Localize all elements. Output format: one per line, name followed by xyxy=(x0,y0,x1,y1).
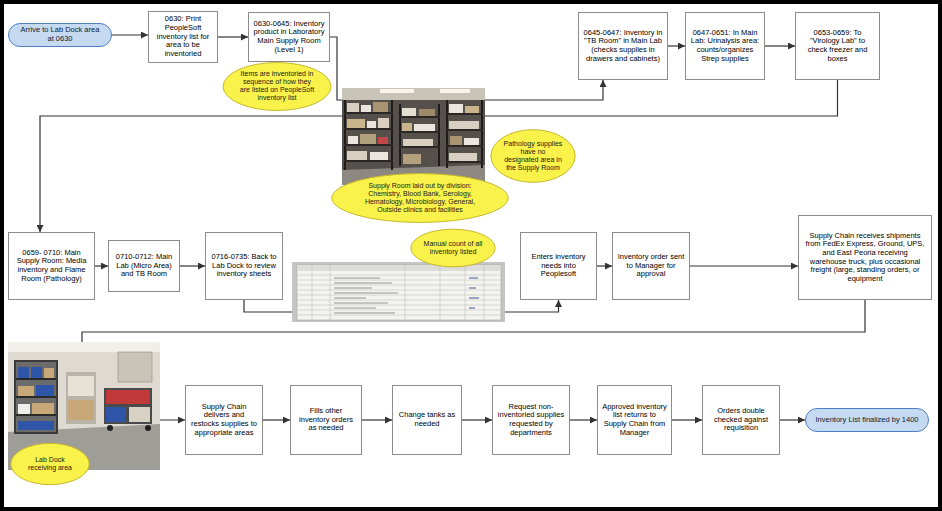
callout-ellipse-shape xyxy=(411,229,495,267)
flow-arrow xyxy=(672,419,702,420)
node-text: 0710-0712: Main Lab (Micro Area) and TB … xyxy=(113,253,175,279)
node-text: Fills other inventory orders as needed xyxy=(295,407,357,433)
flow-arrow xyxy=(362,419,392,420)
flow-arrow xyxy=(780,419,805,420)
text-block: 0716-0735: Back to Lab Dock to review in… xyxy=(210,253,278,279)
node-text: Approved inventory list returns to Suppl… xyxy=(602,403,667,438)
process-box: Fills other inventory orders as needed xyxy=(290,385,362,455)
process-box: Supply Chain receives shipments from Fed… xyxy=(798,215,932,300)
text-block: Inventory order sent to Manager for appr… xyxy=(617,253,685,279)
node-text: Change tanks as needed xyxy=(397,411,457,428)
process-box: 0645-0647: Inventory in "TB Room" in Mai… xyxy=(578,12,668,80)
text-block: Approved inventory list returns to Suppl… xyxy=(602,403,667,438)
flow-arrow xyxy=(40,80,838,232)
node-text: 0630: Print PeopleSoft inventory list fo… xyxy=(153,15,213,58)
node-text: 0630-0645: Inventory product in Laborato… xyxy=(253,20,325,55)
node-text: Arrive to Lab Dock area at 0630 xyxy=(17,26,103,43)
text-block: Manual count of all inventory listed xyxy=(423,240,483,256)
process-box: 0659- 0710: Main Supply Room: Media inve… xyxy=(8,232,95,300)
callout-ellipse-shape xyxy=(491,130,575,183)
flow-arrow xyxy=(330,37,603,100)
process-box: Request non-inventoried supplies request… xyxy=(492,385,570,455)
node-text: Pathology supplies have no designated ar… xyxy=(503,140,563,172)
text-block: 0659- 0710: Main Supply Room: Media inve… xyxy=(13,249,90,284)
text-block: Orders double checked against requisitio… xyxy=(707,407,775,433)
text-block: Request non-inventoried supplies request… xyxy=(497,403,565,438)
node-text: 0716-0735: Back to Lab Dock to review in… xyxy=(210,253,278,279)
flow-arrow xyxy=(570,419,597,420)
text-block: Lab Dock receiving area xyxy=(22,456,78,472)
callout-ellipse: Supply Room laid out by division: Chemis… xyxy=(330,172,510,224)
node-text: Manual count of all inventory listed xyxy=(423,240,483,256)
text-block: Arrive to Lab Dock area at 0630 xyxy=(17,26,103,43)
callout-ellipse: Pathology supplies have no designated ar… xyxy=(490,128,576,184)
text-block: Enters inventory needs into Peoplesoft xyxy=(525,253,592,279)
flow-arrow xyxy=(218,36,248,37)
process-box: Inventory order sent to Manager for appr… xyxy=(612,232,690,300)
text-block: 0630-0645: Inventory product in Laborato… xyxy=(253,20,325,55)
process-box: Orders double checked against requisitio… xyxy=(702,385,780,455)
terminal-pill: Inventory List finalized by 1400 xyxy=(805,408,929,432)
node-text: Supply Room laid out by division: Chemis… xyxy=(357,182,483,214)
node-text: Lab Dock receiving area xyxy=(22,456,78,472)
text-block: Supply Chain delivers and restocks suppl… xyxy=(190,403,258,438)
callout-ellipse: Lab Dock receiving area xyxy=(10,442,90,486)
text-block: 0630: Print PeopleSoft inventory list fo… xyxy=(153,15,213,58)
node-text: 0645-0647: Inventory in "TB Room" in Mai… xyxy=(583,29,663,64)
process-box: Supply Chain delivers and restocks suppl… xyxy=(185,385,263,455)
node-text: Supply Chain delivers and restocks suppl… xyxy=(190,403,258,438)
node-text: Inventory List finalized by 1400 xyxy=(814,416,920,425)
node-text: 0647-0651: In Main Lab: Urinalysis area:… xyxy=(690,29,760,64)
process-box: Change tanks as needed xyxy=(392,385,462,455)
process-box: 0716-0735: Back to Lab Dock to review in… xyxy=(205,232,283,300)
callout-ellipse-shape xyxy=(11,443,89,484)
flow-arrow xyxy=(765,45,795,46)
flow-arrow xyxy=(95,265,108,266)
flow-arrow xyxy=(263,419,290,420)
process-box: 0647-0651: In Main Lab: Urinalysis area:… xyxy=(685,12,765,80)
supply-room-photo xyxy=(342,88,485,185)
text-block: 0645-0647: Inventory in "TB Room" in Mai… xyxy=(583,29,663,64)
callout-ellipse: Manual count of all inventory listed xyxy=(410,228,496,268)
text-block: 0710-0712: Main Lab (Micro Area) and TB … xyxy=(113,253,175,279)
text-block: 0653-0659: To "Virology Lab" to check fr… xyxy=(800,29,875,64)
callout-ellipse-shape xyxy=(223,62,331,110)
flow-arrow xyxy=(244,300,559,312)
text-block: Items are inventoried in sequence of how… xyxy=(239,70,315,102)
process-box: Approved inventory list returns to Suppl… xyxy=(597,385,672,455)
text-block: Inventory List finalized by 1400 xyxy=(814,416,920,425)
node-text: 0659- 0710: Main Supply Room: Media inve… xyxy=(13,249,90,284)
node-text: Inventory order sent to Manager for appr… xyxy=(617,253,685,279)
inventory-sheet-photo xyxy=(292,262,505,322)
text-block: 0647-0651: In Main Lab: Urinalysis area:… xyxy=(690,29,760,64)
callout-ellipse: Items are inventoried in sequence of how… xyxy=(222,61,332,112)
process-box: 0630: Print PeopleSoft inventory list fo… xyxy=(148,11,218,63)
process-box: 0653-0659: To "Virology Lab" to check fr… xyxy=(795,12,880,80)
node-text: Request non-inventoried supplies request… xyxy=(497,403,565,438)
text-block: Fills other inventory orders as needed xyxy=(295,407,357,433)
callout-ellipse-shape xyxy=(332,174,508,223)
text-block: Change tanks as needed xyxy=(397,411,457,428)
process-box: Enters inventory needs into Peoplesoft xyxy=(520,232,597,300)
flow-arrow xyxy=(112,34,148,35)
text-block: Supply Room laid out by division: Chemis… xyxy=(357,182,483,214)
flow-arrow xyxy=(668,45,685,46)
terminal-pill: Arrive to Lab Dock area at 0630 xyxy=(8,23,112,47)
text-block: Supply Chain receives shipments from Fed… xyxy=(803,232,927,284)
node-text: 0653-0659: To "Virology Lab" to check fr… xyxy=(800,29,875,64)
node-text: Items are inventoried in sequence of how… xyxy=(239,70,315,102)
flow-arrow xyxy=(180,265,205,266)
process-box: 0710-0712: Main Lab (Micro Area) and TB … xyxy=(108,240,180,292)
node-text: Supply Chain receives shipments from Fed… xyxy=(803,232,927,284)
process-box: 0630-0645: Inventory product in Laborato… xyxy=(248,12,330,62)
flow-arrow xyxy=(690,265,798,266)
text-block: Pathology supplies have no designated ar… xyxy=(503,140,563,172)
flow-arrow xyxy=(597,265,612,266)
flow-arrow xyxy=(462,419,492,420)
node-text: Orders double checked against requisitio… xyxy=(707,407,775,433)
node-text: Enters inventory needs into Peoplesoft xyxy=(525,253,592,279)
